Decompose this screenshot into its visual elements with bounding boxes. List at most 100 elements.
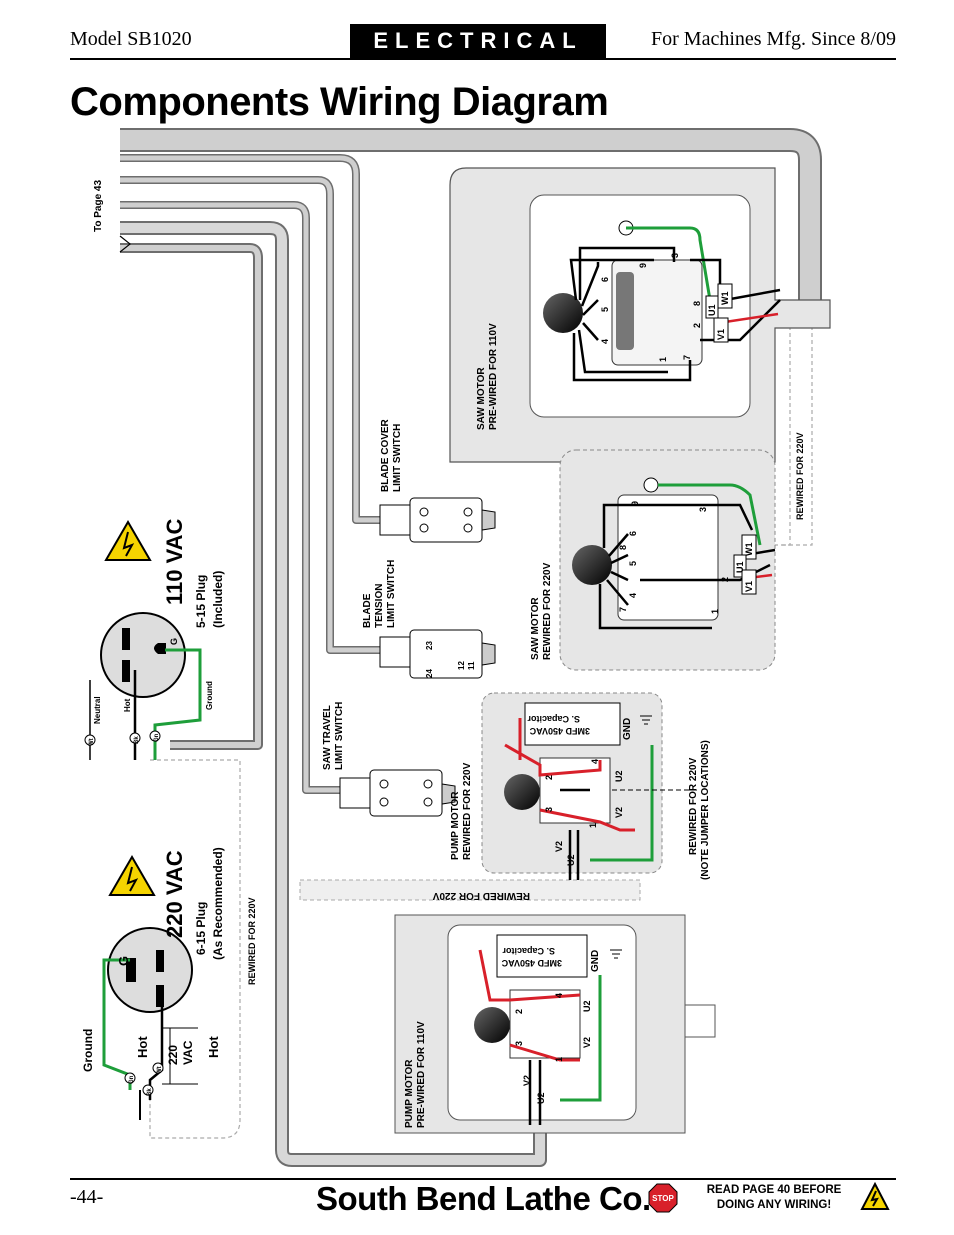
blade-tension-label-2: TENSION	[374, 584, 385, 628]
wiring-warning-line-2: DOING ANY WIRING!	[716, 1199, 832, 1211]
saw110-terminal-3: 3	[670, 253, 680, 258]
plug110-voltage: 110 VAC	[162, 518, 187, 605]
plug220-note: (As Recommended)	[211, 847, 225, 960]
pump110-port-u2-a: U2	[582, 1000, 592, 1012]
plug220-hot-2: Hot	[206, 1036, 221, 1058]
stop-sign-icon: STOP	[648, 1183, 678, 1213]
limit-switches: BLADE COVER LIMIT SWITCH 23 24 12 11 BLA…	[322, 418, 496, 817]
plug110-tag-bk: Bk	[134, 736, 140, 744]
saw220-sublabel: REWIRED FOR 220V	[542, 562, 553, 660]
plug110-type: 5-15 Plug	[194, 575, 208, 628]
pump220-terminal-2: 2	[544, 775, 554, 780]
blade-tension-label-1: BLADE	[362, 593, 373, 628]
saw-motor-110v-panel: 3 6 9 5 8 4 2 7 1 W1 U1 V1 SAW MOTOR PRE…	[449, 167, 831, 463]
saw220-port-w1: W1	[744, 543, 754, 557]
saw110-terminal-9: 9	[638, 263, 648, 268]
pump220-capacitor-rating: 3MFD 450VAC	[529, 726, 590, 736]
pump220-port-u2-b: U2	[566, 854, 576, 866]
plug220-tag-wt: Wt	[157, 1066, 163, 1074]
wiring-warning: READ PAGE 40 BEFORE DOING ANY WIRING!	[684, 1183, 864, 1213]
plug110-hot-label: Hot	[123, 698, 132, 712]
pump220-note-2: (NOTE JUMPER LOCATIONS)	[700, 740, 711, 880]
blade-cover-switch: BLADE COVER LIMIT SWITCH	[379, 418, 496, 543]
plug110-ground-label: Ground	[205, 681, 214, 710]
model-label: Model SB1020	[70, 28, 192, 50]
pump110-port-v2-b: V2	[522, 1075, 532, 1086]
brand-name: South Bend Lathe Co.	[316, 1180, 651, 1217]
saw110-port-v1: V1	[716, 329, 726, 340]
blade-tension-label-3: LIMIT SWITCH	[386, 560, 397, 628]
pump110-sublabel: PRE-WIRED FOR 110V	[416, 1021, 427, 1128]
saw110-terminal-4: 4	[600, 339, 610, 344]
switch-terminal-12: 12	[457, 661, 466, 670]
pump110-terminal-1: 1	[554, 1057, 564, 1062]
pump110-label: PUMP MOTOR	[404, 1059, 415, 1128]
footer-rule	[70, 1178, 896, 1180]
page-number: -44-	[70, 1186, 104, 1208]
cable-rewired-label: REWIRED FOR 220V	[432, 890, 530, 901]
saw220-terminal-3: 3	[698, 507, 708, 512]
saw110-sublabel: PRE-WIRED FOR 110V	[488, 323, 499, 430]
saw220-terminal-4: 4	[628, 593, 638, 598]
pump110-capacitor-label: S. Capacitor	[502, 946, 555, 956]
saw220-terminal-1: 1	[710, 609, 720, 614]
pump110-gnd-label: GND	[590, 950, 601, 972]
switch-terminal-23: 23	[425, 641, 434, 650]
warning-220v-icon	[108, 855, 156, 896]
pump110-terminal-4: 4	[554, 993, 564, 998]
saw110-label: SAW MOTOR	[476, 367, 487, 430]
saw110-terminal-2: 2	[692, 323, 702, 328]
saw110-port-u1: U1	[707, 304, 717, 316]
pump110-terminal-3: 3	[514, 1041, 524, 1046]
brand-logo: South Bend Lathe Co.®	[316, 1180, 660, 1218]
page-title: Components Wiring Diagram	[70, 80, 609, 124]
plug110-tag-gn: Gn	[154, 733, 160, 742]
saw220-terminal-5: 5	[628, 561, 638, 566]
pump-motor-220v-panel: S. Capacitor 3MFD 450VAC GND 4 2 3 1 U2 …	[450, 692, 711, 880]
blade-cover-sublabel: LIMIT SWITCH	[392, 424, 403, 492]
header-rule	[70, 58, 896, 60]
plug110-note: (Included)	[211, 571, 225, 628]
electrical-warning-icon	[860, 1182, 890, 1210]
section-band: ELECTRICAL	[350, 24, 606, 58]
pump220-terminal-3: 3	[544, 807, 554, 812]
plug110-ground-letter: G	[169, 638, 179, 645]
switch-terminal-24: 24	[425, 669, 434, 678]
saw220-terminal-9: 9	[630, 501, 640, 506]
pump220-label: PUMP MOTOR	[450, 791, 461, 860]
saw110-terminal-6: 6	[600, 277, 610, 282]
pump110-port-v2-a: V2	[582, 1037, 592, 1048]
plug220-ground-letter: G	[116, 956, 131, 966]
pump220-capacitor-label: S. Capacitor	[527, 714, 580, 724]
pump220-gnd-label: GND	[622, 718, 633, 740]
plug220-tag-bk: Bk	[147, 1088, 153, 1096]
pump220-port-v2-a: V2	[614, 807, 624, 818]
warning-110v-icon	[104, 520, 152, 561]
saw220-port-u1: U1	[735, 561, 745, 573]
plug-220v: Gn Wt Bk G Ground Hot 220 VAC Hot 220 VA…	[81, 847, 257, 1120]
saw-rewired-220v-label: REWIRED FOR 220V	[795, 432, 805, 520]
plug220-type: 6-15 Plug	[194, 902, 208, 955]
saw220-terminal-8: 8	[618, 545, 628, 550]
saw220-terminal-2: 2	[720, 577, 730, 582]
pump110-capacitor-rating: 3MFD 450VAC	[501, 958, 562, 968]
plug110-neutral-label: Neutral	[93, 696, 102, 724]
machines-date-label: For Machines Mfg. Since 8/09	[651, 28, 896, 50]
saw220-label: SAW MOTOR	[530, 597, 541, 660]
saw220-terminal-7: 7	[618, 607, 628, 612]
blade-cover-label: BLADE COVER	[380, 418, 391, 492]
pump220-port-u2-a: U2	[614, 770, 624, 782]
saw110-terminal-5: 5	[600, 307, 610, 312]
pump220-port-v2-b: V2	[554, 841, 564, 852]
saw110-port-w1: W1	[720, 292, 730, 306]
pump220-terminal-4: 4	[590, 759, 600, 764]
pump110-port-u2-b: U2	[536, 1092, 546, 1104]
pump-motor-110v-panel: S. Capacitor 3MFD 450VAC GND 4 2 3 1 U2 …	[394, 914, 716, 1134]
pump110-terminal-2: 2	[514, 1009, 524, 1014]
pump220-terminal-1: 1	[588, 823, 598, 828]
cable-220v-dashed	[149, 312, 813, 1139]
plug220-hot-1: Hot	[135, 1036, 150, 1058]
plug220-voltage: 220 VAC	[162, 850, 187, 938]
saw110-terminal-8: 8	[692, 301, 702, 306]
